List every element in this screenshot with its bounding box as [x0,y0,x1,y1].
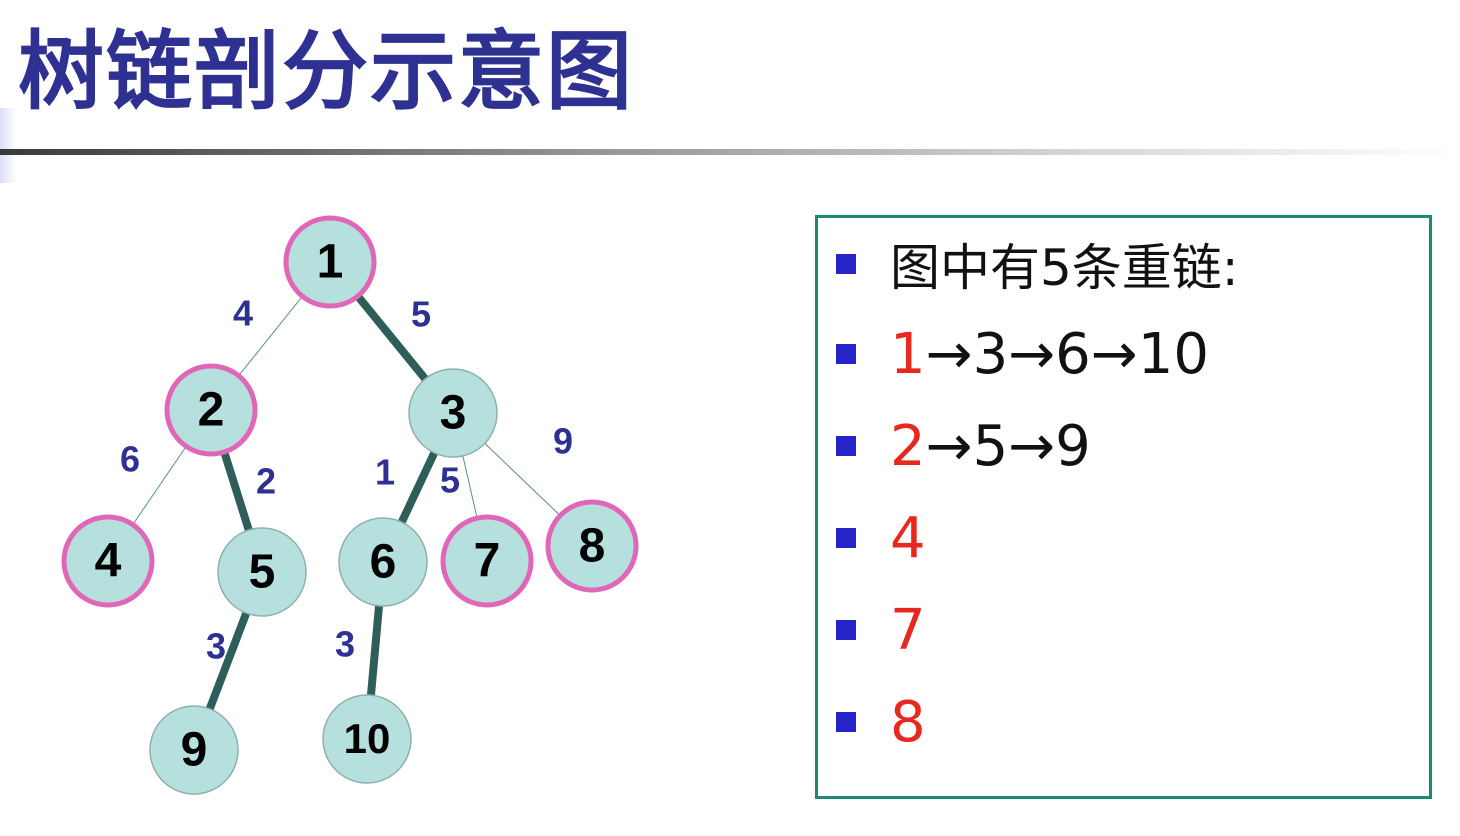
node-label: 7 [474,535,501,588]
light-edge-1-2 [238,295,303,377]
node-label: 8 [579,520,606,573]
tree-node-3 [408,368,498,458]
bullet-icon [836,528,856,548]
chain-start-node: 7 [890,597,926,663]
heavy-chain-item: 1→3→6→10 [836,314,1209,394]
chain-node: 10 [1137,321,1209,387]
heavy-chain-item: 4 [836,498,926,578]
chain-start-node: 4 [890,505,926,571]
edge-weight-label: 3 [335,624,355,665]
arrow-icon: → [1008,321,1056,387]
node-label: 9 [181,724,208,777]
arrow-icon: → [925,413,973,479]
panel-heading: 图中有5条重链: [890,239,1239,297]
heavy-edge-2-5 [220,450,253,532]
heavy-edge-1-3 [354,293,429,382]
bullet-icon [836,254,856,274]
chain-node: 3 [972,321,1009,387]
chain-text: 8 [890,690,926,755]
heavy-chain-item: 8 [836,682,926,762]
edge-weight-label: 5 [411,294,431,335]
node-label: 6 [370,536,397,589]
tree-node-9 [149,705,239,795]
chain-node: 5 [972,413,1009,479]
bullet-icon [836,344,856,364]
node-label: 1 [317,236,344,289]
tree-node-4 [61,514,155,608]
light-edge-2-4 [132,446,187,525]
chain-text: 7 [890,598,926,663]
node-label: 4 [95,535,122,588]
tree-node-8 [545,499,639,593]
bullet-icon [836,620,856,640]
tree-node-5 [217,527,307,617]
edge-weight-label: 9 [553,421,573,462]
tree-node-6 [338,517,428,607]
chain-start-node: 8 [890,689,926,755]
arrow-icon: → [1090,321,1138,387]
light-edge-3-7 [462,455,478,519]
tree-node-7 [440,514,534,608]
chain-node: 9 [1055,413,1091,479]
heavy-edge-3-6 [398,451,438,524]
light-edge-3-8 [484,443,561,516]
decorative-tab [0,108,16,183]
panel-heading-item: 图中有5条重链: [836,224,1239,304]
chain-start-node: 2 [890,413,926,479]
tree-node-2 [164,363,258,457]
chain-text: 1→3→6→10 [890,322,1209,387]
edge-weight-label: 3 [206,626,226,667]
chain-start-node: 1 [890,321,926,387]
bullet-icon [836,436,856,456]
title-divider [0,149,1460,155]
heavy-chain-item: 2→5→9 [836,406,1091,486]
edge-weight-label: 2 [256,461,276,502]
node-label: 3 [440,387,467,440]
node-label: 5 [249,546,276,599]
heavy-chain-item: 7 [836,590,926,670]
node-label: 2 [198,384,225,437]
edge-weight-label: 4 [233,293,253,334]
bullet-icon [836,712,856,732]
edge-weight-label: 5 [440,460,460,501]
chain-node: 6 [1055,321,1091,387]
chain-text: 2→5→9 [890,414,1091,479]
node-label: 10 [344,715,391,762]
edge-weight-label: 6 [120,439,140,480]
heavy-edge-5-9 [205,611,251,711]
heavy-edge-6-10 [366,605,384,696]
arrow-icon: → [925,321,973,387]
arrow-icon: → [1008,413,1056,479]
edge-weight-label: 1 [375,452,395,493]
tree-node-1 [283,215,377,309]
chain-text: 4 [890,506,926,571]
slide-title: 树链剖分示意图 [18,22,634,122]
tree-node-10 [322,694,412,784]
